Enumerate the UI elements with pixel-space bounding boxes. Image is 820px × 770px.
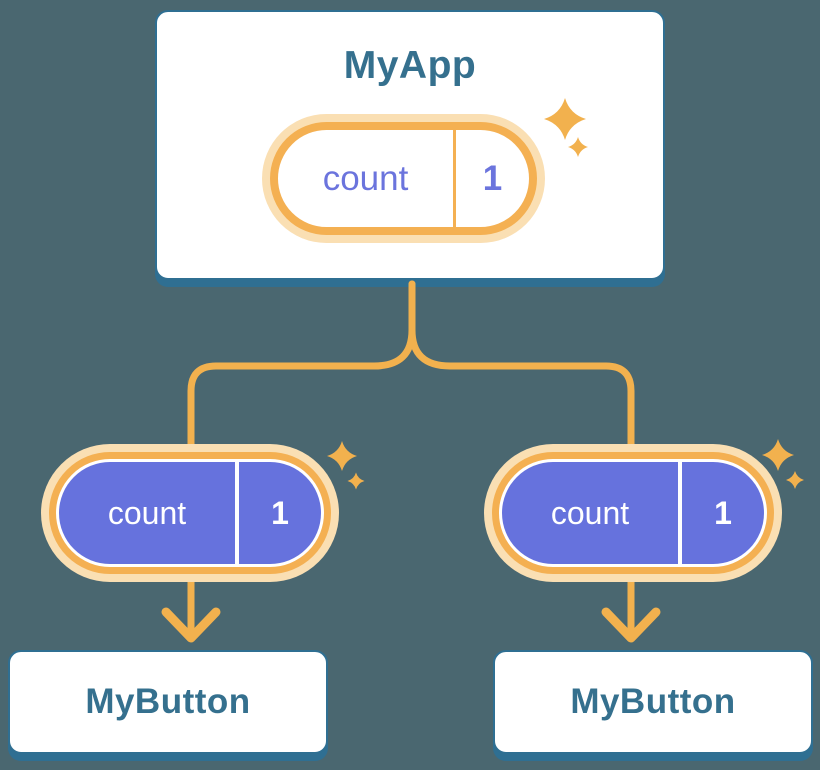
sparkle-icon-right-large: [762, 439, 794, 471]
state-label-cell: count: [278, 130, 453, 227]
state-value-cell: 1: [678, 462, 764, 564]
state-label-cell: count: [502, 462, 678, 564]
sparkle-icon-left-large: [327, 441, 357, 471]
mybutton-card-right: MyButton: [493, 650, 813, 754]
state-value: 1: [271, 494, 289, 531]
state-value: 1: [482, 158, 503, 198]
sparkle-icon-right-small: [786, 471, 804, 489]
state-value-cell: 1: [235, 462, 321, 564]
state-pill-core: count 1: [502, 462, 764, 564]
mybutton-card-left: MyButton: [8, 650, 328, 754]
state-pill-root: count 1: [262, 114, 545, 243]
state-label: count: [550, 494, 630, 531]
sparkle-icon-left-small: [347, 472, 365, 490]
state-pill-ring: count 1: [270, 122, 537, 235]
mybutton-title: MyButton: [570, 682, 736, 721]
state-value: 1: [714, 494, 732, 531]
state-pill-ring: count 1: [492, 452, 774, 574]
state-pill-ring: count 1: [49, 452, 331, 574]
mybutton-title: MyButton: [85, 682, 251, 721]
arrow-down-icon-left: [161, 607, 221, 643]
state-label: count: [322, 158, 409, 198]
state-pill-core: count 1: [59, 462, 321, 564]
state-label-cell: count: [59, 462, 235, 564]
state-pill-right: count 1: [484, 444, 782, 582]
state-label: count: [107, 494, 187, 531]
myapp-title: MyApp: [343, 44, 477, 87]
state-value-cell: 1: [453, 130, 529, 227]
arrow-down-icon-right: [601, 607, 661, 643]
state-pill-left: count 1: [41, 444, 339, 582]
